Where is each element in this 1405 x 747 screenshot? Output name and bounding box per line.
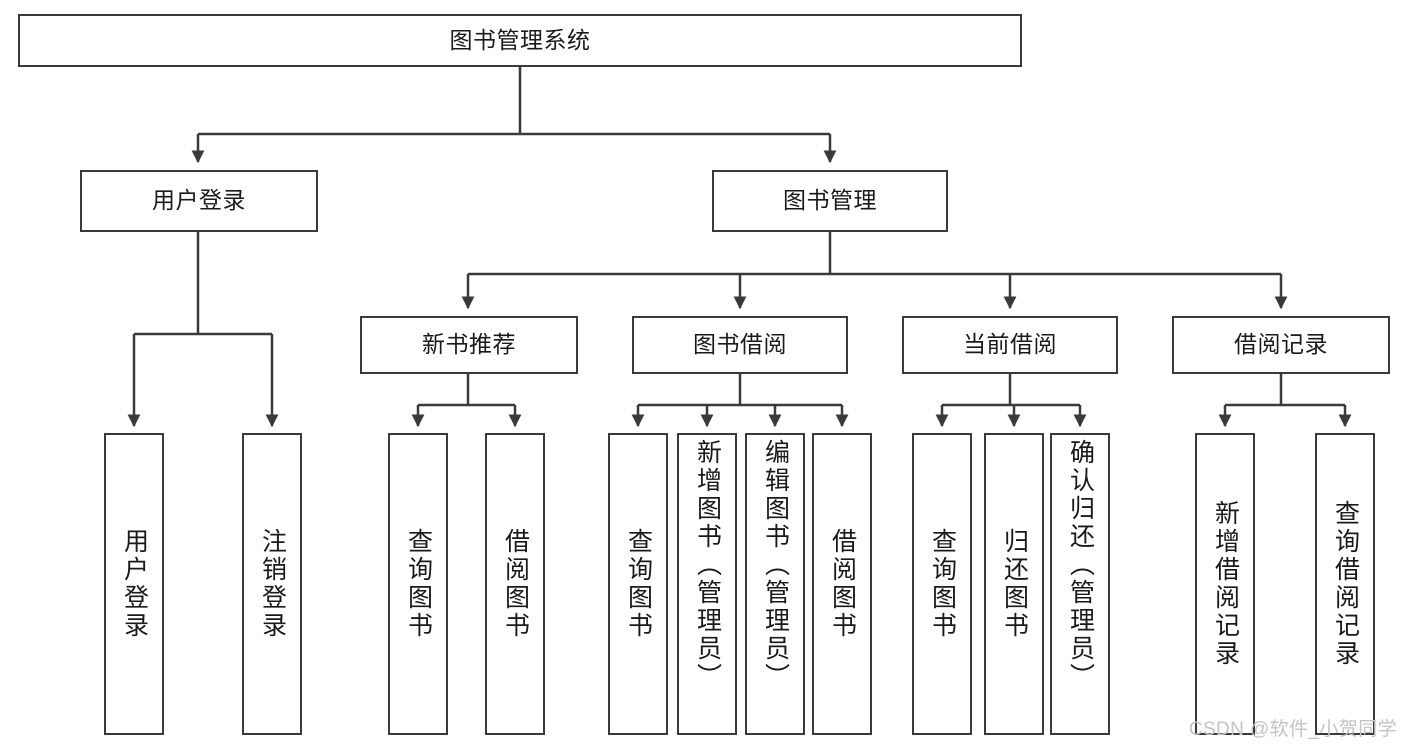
node-label: 新书推荐	[422, 331, 516, 358]
leaf-borrow-book[interactable]: 借阅图书	[812, 433, 872, 735]
node-label: 借阅记录	[1234, 331, 1328, 358]
leaf-query-book-borrow[interactable]: 查询图书	[608, 433, 668, 735]
node-label: 查询图书	[404, 528, 433, 640]
leaf-user-login[interactable]: 用户登录	[104, 433, 164, 735]
leaf-confirm-return[interactable]: 确认归还（管理员）	[1050, 433, 1110, 735]
node-borrow-record[interactable]: 借阅记录	[1172, 316, 1390, 374]
node-label: 查询借阅记录	[1331, 500, 1360, 668]
node-label: 图书管理	[783, 187, 877, 214]
node-label: 图书管理系统	[449, 26, 591, 53]
node-label: 查询图书	[624, 528, 653, 640]
node-current-borrow[interactable]: 当前借阅	[902, 316, 1118, 374]
node-book-borrow[interactable]: 图书借阅	[632, 316, 848, 374]
leaf-return-book[interactable]: 归还图书	[984, 433, 1044, 735]
leaf-edit-book[interactable]: 编辑图书（管理员）	[745, 433, 805, 735]
leaf-query-book-current[interactable]: 查询图书	[912, 433, 972, 735]
node-label: 编辑图书（管理员）	[761, 439, 790, 691]
node-label: 用户登录	[152, 187, 246, 214]
leaf-query-borrow-record[interactable]: 查询借阅记录	[1315, 433, 1375, 735]
leaf-borrow-book-recommend[interactable]: 借阅图书	[485, 433, 545, 735]
node-label: 确认归还（管理员）	[1066, 439, 1095, 691]
node-label: 新增借阅记录	[1211, 500, 1240, 668]
node-new-book-recommend[interactable]: 新书推荐	[360, 316, 578, 374]
node-label: 用户登录	[120, 528, 149, 640]
leaf-logout[interactable]: 注销登录	[242, 433, 302, 735]
node-label: 归还图书	[1000, 528, 1029, 640]
node-root-book-management-system[interactable]: 图书管理系统	[18, 14, 1022, 67]
node-label: 当前借阅	[963, 331, 1057, 358]
node-label: 图书借阅	[693, 331, 787, 358]
node-label: 借阅图书	[501, 528, 530, 640]
watermark-text: CSDN @软件_小贺同学	[1188, 719, 1397, 740]
node-label: 新增图书（管理员）	[693, 439, 722, 691]
leaf-query-book-recommend[interactable]: 查询图书	[388, 433, 448, 735]
leaf-add-borrow-record[interactable]: 新增借阅记录	[1195, 433, 1255, 735]
node-label: 查询图书	[928, 528, 957, 640]
node-label: 注销登录	[258, 528, 287, 640]
node-label: 借阅图书	[828, 528, 857, 640]
leaf-add-book[interactable]: 新增图书（管理员）	[677, 433, 737, 735]
node-user-login[interactable]: 用户登录	[80, 170, 318, 232]
node-book-management[interactable]: 图书管理	[712, 170, 948, 232]
